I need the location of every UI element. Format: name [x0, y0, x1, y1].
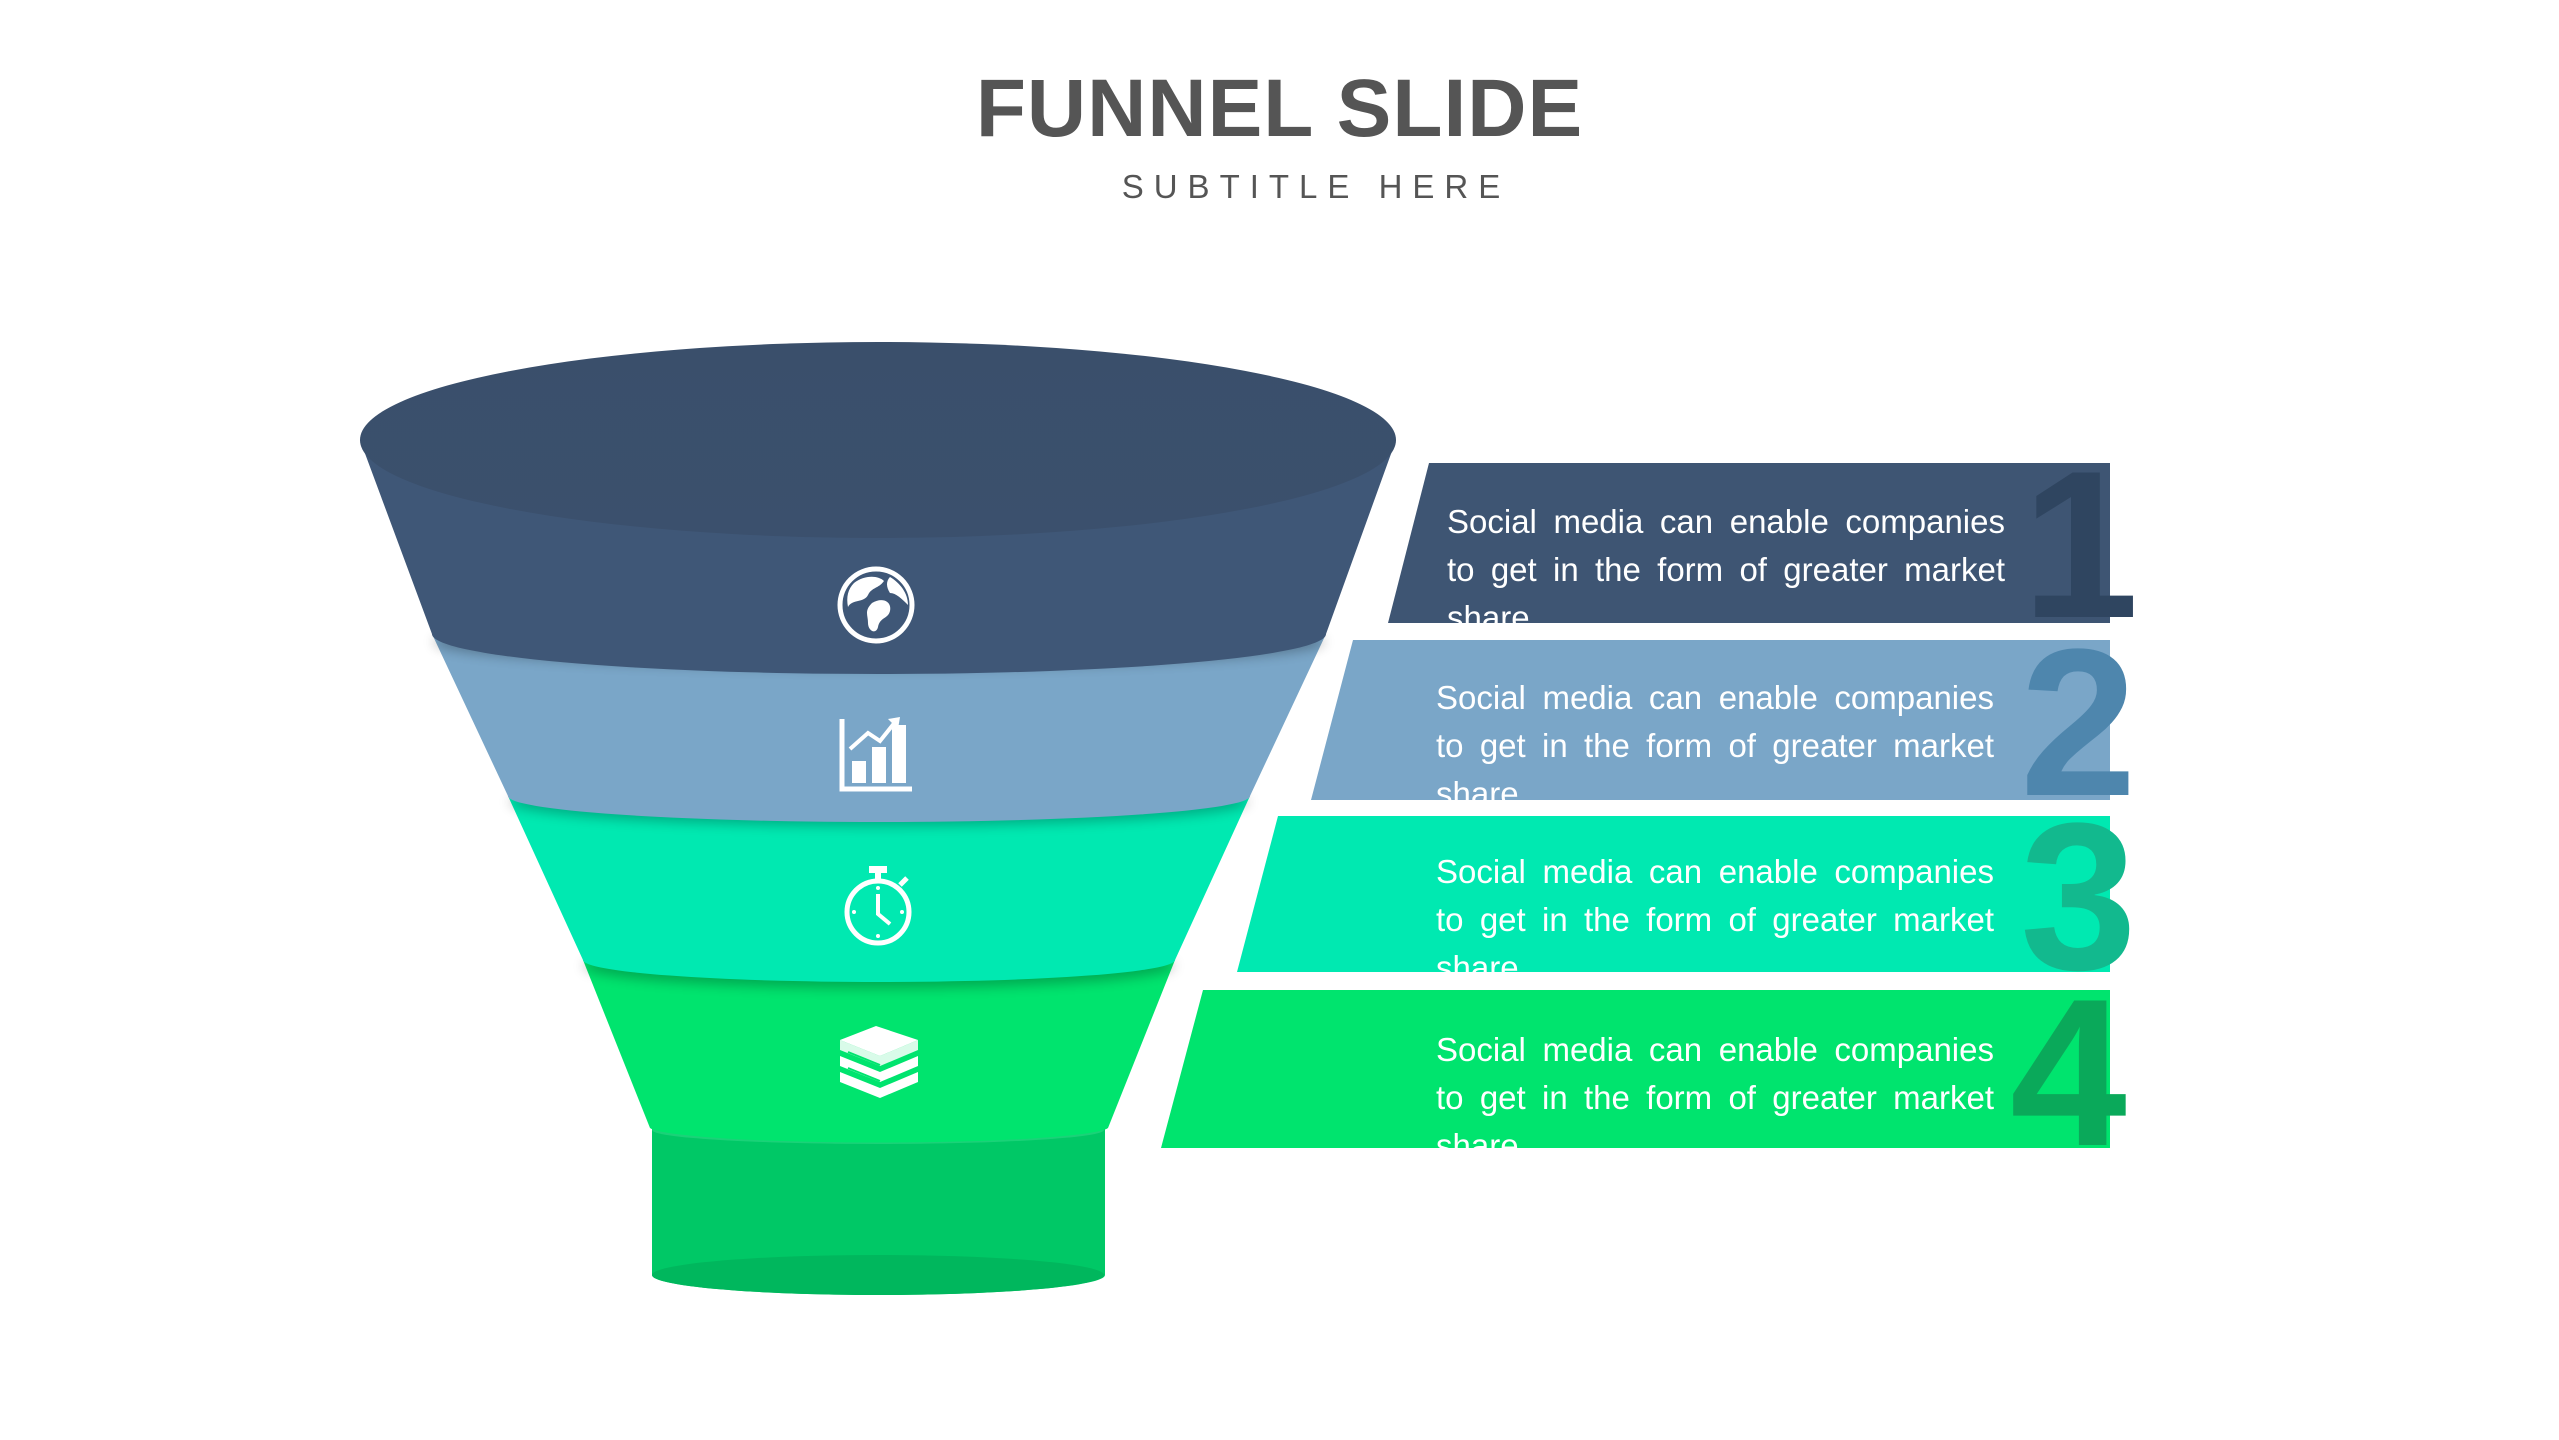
stage-3-number: 3	[2020, 779, 2137, 1014]
stage-1-banner	[1388, 463, 2110, 623]
stage-3-banner	[1237, 816, 2110, 972]
stage-1-number: 1	[2022, 427, 2139, 662]
slide-subtitle: SUBTITLE HERE	[1121, 168, 1511, 205]
stage-4-text: Social media can enable companies to get…	[1436, 1031, 1994, 1164]
stage-2-number: 2	[2020, 605, 2137, 840]
books-icon	[840, 1026, 918, 1098]
slide-title: FUNNEL SLIDE	[975, 63, 1584, 154]
stage-2-banner	[1311, 640, 2110, 800]
stage-4-number: 4	[2010, 955, 2127, 1190]
bar-chart-icon	[839, 717, 912, 792]
funnel-stage-1[interactable]	[360, 342, 1396, 674]
stage-1-text: Social media can enable companies to get…	[1447, 503, 2005, 636]
stage-3-text: Social media can enable companies to get…	[1436, 853, 1994, 986]
funnel-base	[652, 1116, 1105, 1296]
stage-2-text: Social media can enable companies to get…	[1436, 679, 1994, 812]
globe-icon	[837, 566, 915, 644]
stage-4-banner	[1161, 990, 2110, 1148]
stopwatch-icon	[844, 866, 912, 946]
